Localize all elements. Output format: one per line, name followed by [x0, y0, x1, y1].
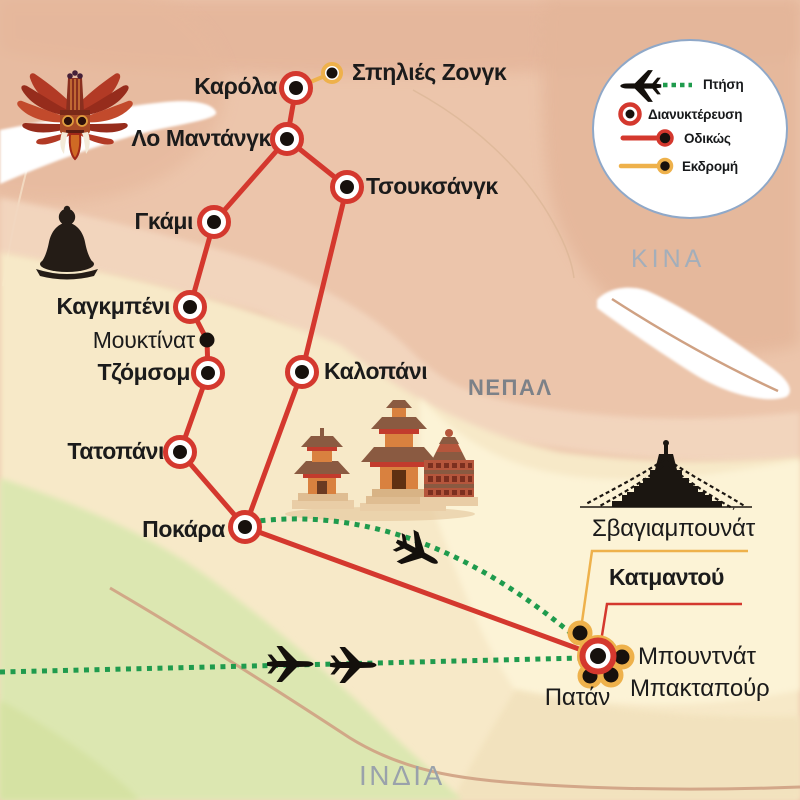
- label-region-kina: ΚΙΝΑ: [631, 245, 706, 273]
- legend-overnight-icon: [618, 102, 642, 126]
- marker-tatopani: [163, 435, 197, 469]
- legend-road-icon: [620, 129, 674, 147]
- marker-mpountnat: [567, 620, 593, 646]
- temple-icon: [285, 400, 478, 521]
- label-region-nepal: ΝΕΠΑΛ: [468, 375, 553, 400]
- marker-lo-mantank: [270, 122, 304, 156]
- legend-label-road: Οδικώς: [684, 131, 731, 146]
- border-line: [109, 586, 800, 791]
- demon-mask-icon: [17, 70, 133, 161]
- marker-kagkmpeni: [173, 290, 207, 324]
- leader-road: [598, 602, 742, 649]
- flight-india-katmantou: [0, 655, 585, 675]
- label-spilies-zonk: Σπηλιές Ζονγκ: [352, 59, 507, 85]
- stupa-icon: [580, 440, 752, 510]
- buddha-icon: [36, 205, 98, 280]
- marker-gami: [197, 205, 231, 239]
- legend: [592, 39, 788, 219]
- label-gami: Γκάμι: [134, 208, 194, 234]
- legend-label-flight: Πτήση: [703, 77, 744, 92]
- label-patan: Πατάν: [544, 684, 610, 711]
- label-pokara: Ποκάρα: [142, 516, 225, 542]
- label-tatopani: Τατοπάνι: [67, 438, 164, 464]
- mountain-ridge: [597, 287, 790, 400]
- label-svagiampounat: Σβαγιαμπουνάτ: [592, 515, 755, 542]
- marker-karola: [279, 71, 313, 105]
- markers: [163, 62, 635, 689]
- marker-mouktinat: [199, 332, 215, 348]
- label-kagkmpeni: Καγκμπένι: [56, 293, 171, 319]
- label-region-india: ΙΝΔΙΑ: [359, 760, 445, 791]
- label-kalopani: Καλοπάνι: [324, 358, 428, 384]
- label-mouktinat: Μουκτίνατ: [92, 327, 196, 353]
- marker-spilies-zonk: [321, 62, 343, 84]
- label-tsouksank: Τσουκσάνγκ: [366, 173, 498, 199]
- label-karola: Καρόλα: [194, 73, 277, 99]
- label-lo-mantank: Λο Μαντάνγκ: [131, 125, 271, 151]
- marker-katmantou: [579, 637, 617, 675]
- label-katmantou: Κατμαντού: [609, 564, 724, 590]
- label-mpountnat: Μπουντνάτ: [638, 643, 756, 670]
- marker-tzomsom: [191, 356, 225, 390]
- marker-tsouksank: [330, 170, 364, 204]
- leader-excursion: [579, 549, 748, 630]
- legend-label-overnight: Διανυκτέρευση: [648, 107, 743, 122]
- label-tzomsom: Τζόμσομ: [97, 359, 190, 385]
- legend-excursion-icon: [618, 157, 674, 175]
- label-mpaktapour: Μπακταπούρ: [630, 675, 770, 702]
- marker-pokara: [228, 510, 262, 544]
- marker-cluster-katmantou: [567, 620, 635, 689]
- marker-kalopani: [285, 355, 319, 389]
- legend-label-excursion: Εκδρομή: [682, 159, 738, 174]
